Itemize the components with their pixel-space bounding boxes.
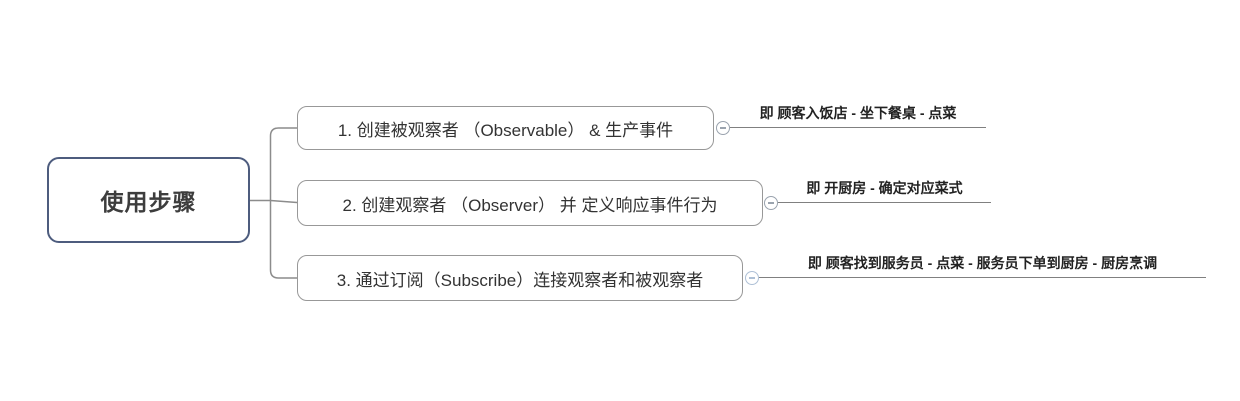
minus-icon [749,277,755,279]
branch-topic-2-label: 2. 创建观察者 （Observer） 并 定义响应事件行为 [342,195,718,215]
collapse-toggle-icon-2[interactable] [764,196,778,210]
note-topic-3[interactable]: 即 顾客找到服务员 - 点菜 - 服务员下单到厨房 - 厨房烹调 [759,250,1206,278]
collapse-toggle-icon-3[interactable] [745,271,759,285]
branch-topic-1[interactable]: 1. 创建被观察者 （Observable） & 生产事件 [297,106,714,150]
root-topic[interactable]: 使用步骤 [47,157,250,243]
note-topic-1[interactable]: 即 顾客入饭店 - 坐下餐桌 - 点菜 [730,100,986,128]
branch-topic-2[interactable]: 2. 创建观察者 （Observer） 并 定义响应事件行为 [297,180,763,226]
note-topic-2-label: 即 开厨房 - 确定对应菜式 [806,180,963,196]
branch-topic-3[interactable]: 3. 通过订阅（Subscribe）连接观察者和被观察者 [297,255,743,301]
branch-topic-3-label: 3. 通过订阅（Subscribe）连接观察者和被观察者 [336,270,704,290]
note-topic-3-label: 即 顾客找到服务员 - 点菜 - 服务员下单到厨房 - 厨房烹调 [807,255,1158,271]
note-topic-1-label: 即 顾客入饭店 - 坐下餐桌 - 点菜 [759,105,957,121]
minus-icon [768,202,774,204]
branch-topic-1-label: 1. 创建被观察者 （Observable） & 生产事件 [337,120,674,140]
minus-icon [720,127,726,129]
note-topic-2[interactable]: 即 开厨房 - 确定对应菜式 [778,175,991,203]
collapse-toggle-icon-1[interactable] [716,121,730,135]
root-topic-label: 使用步骤 [100,189,197,215]
